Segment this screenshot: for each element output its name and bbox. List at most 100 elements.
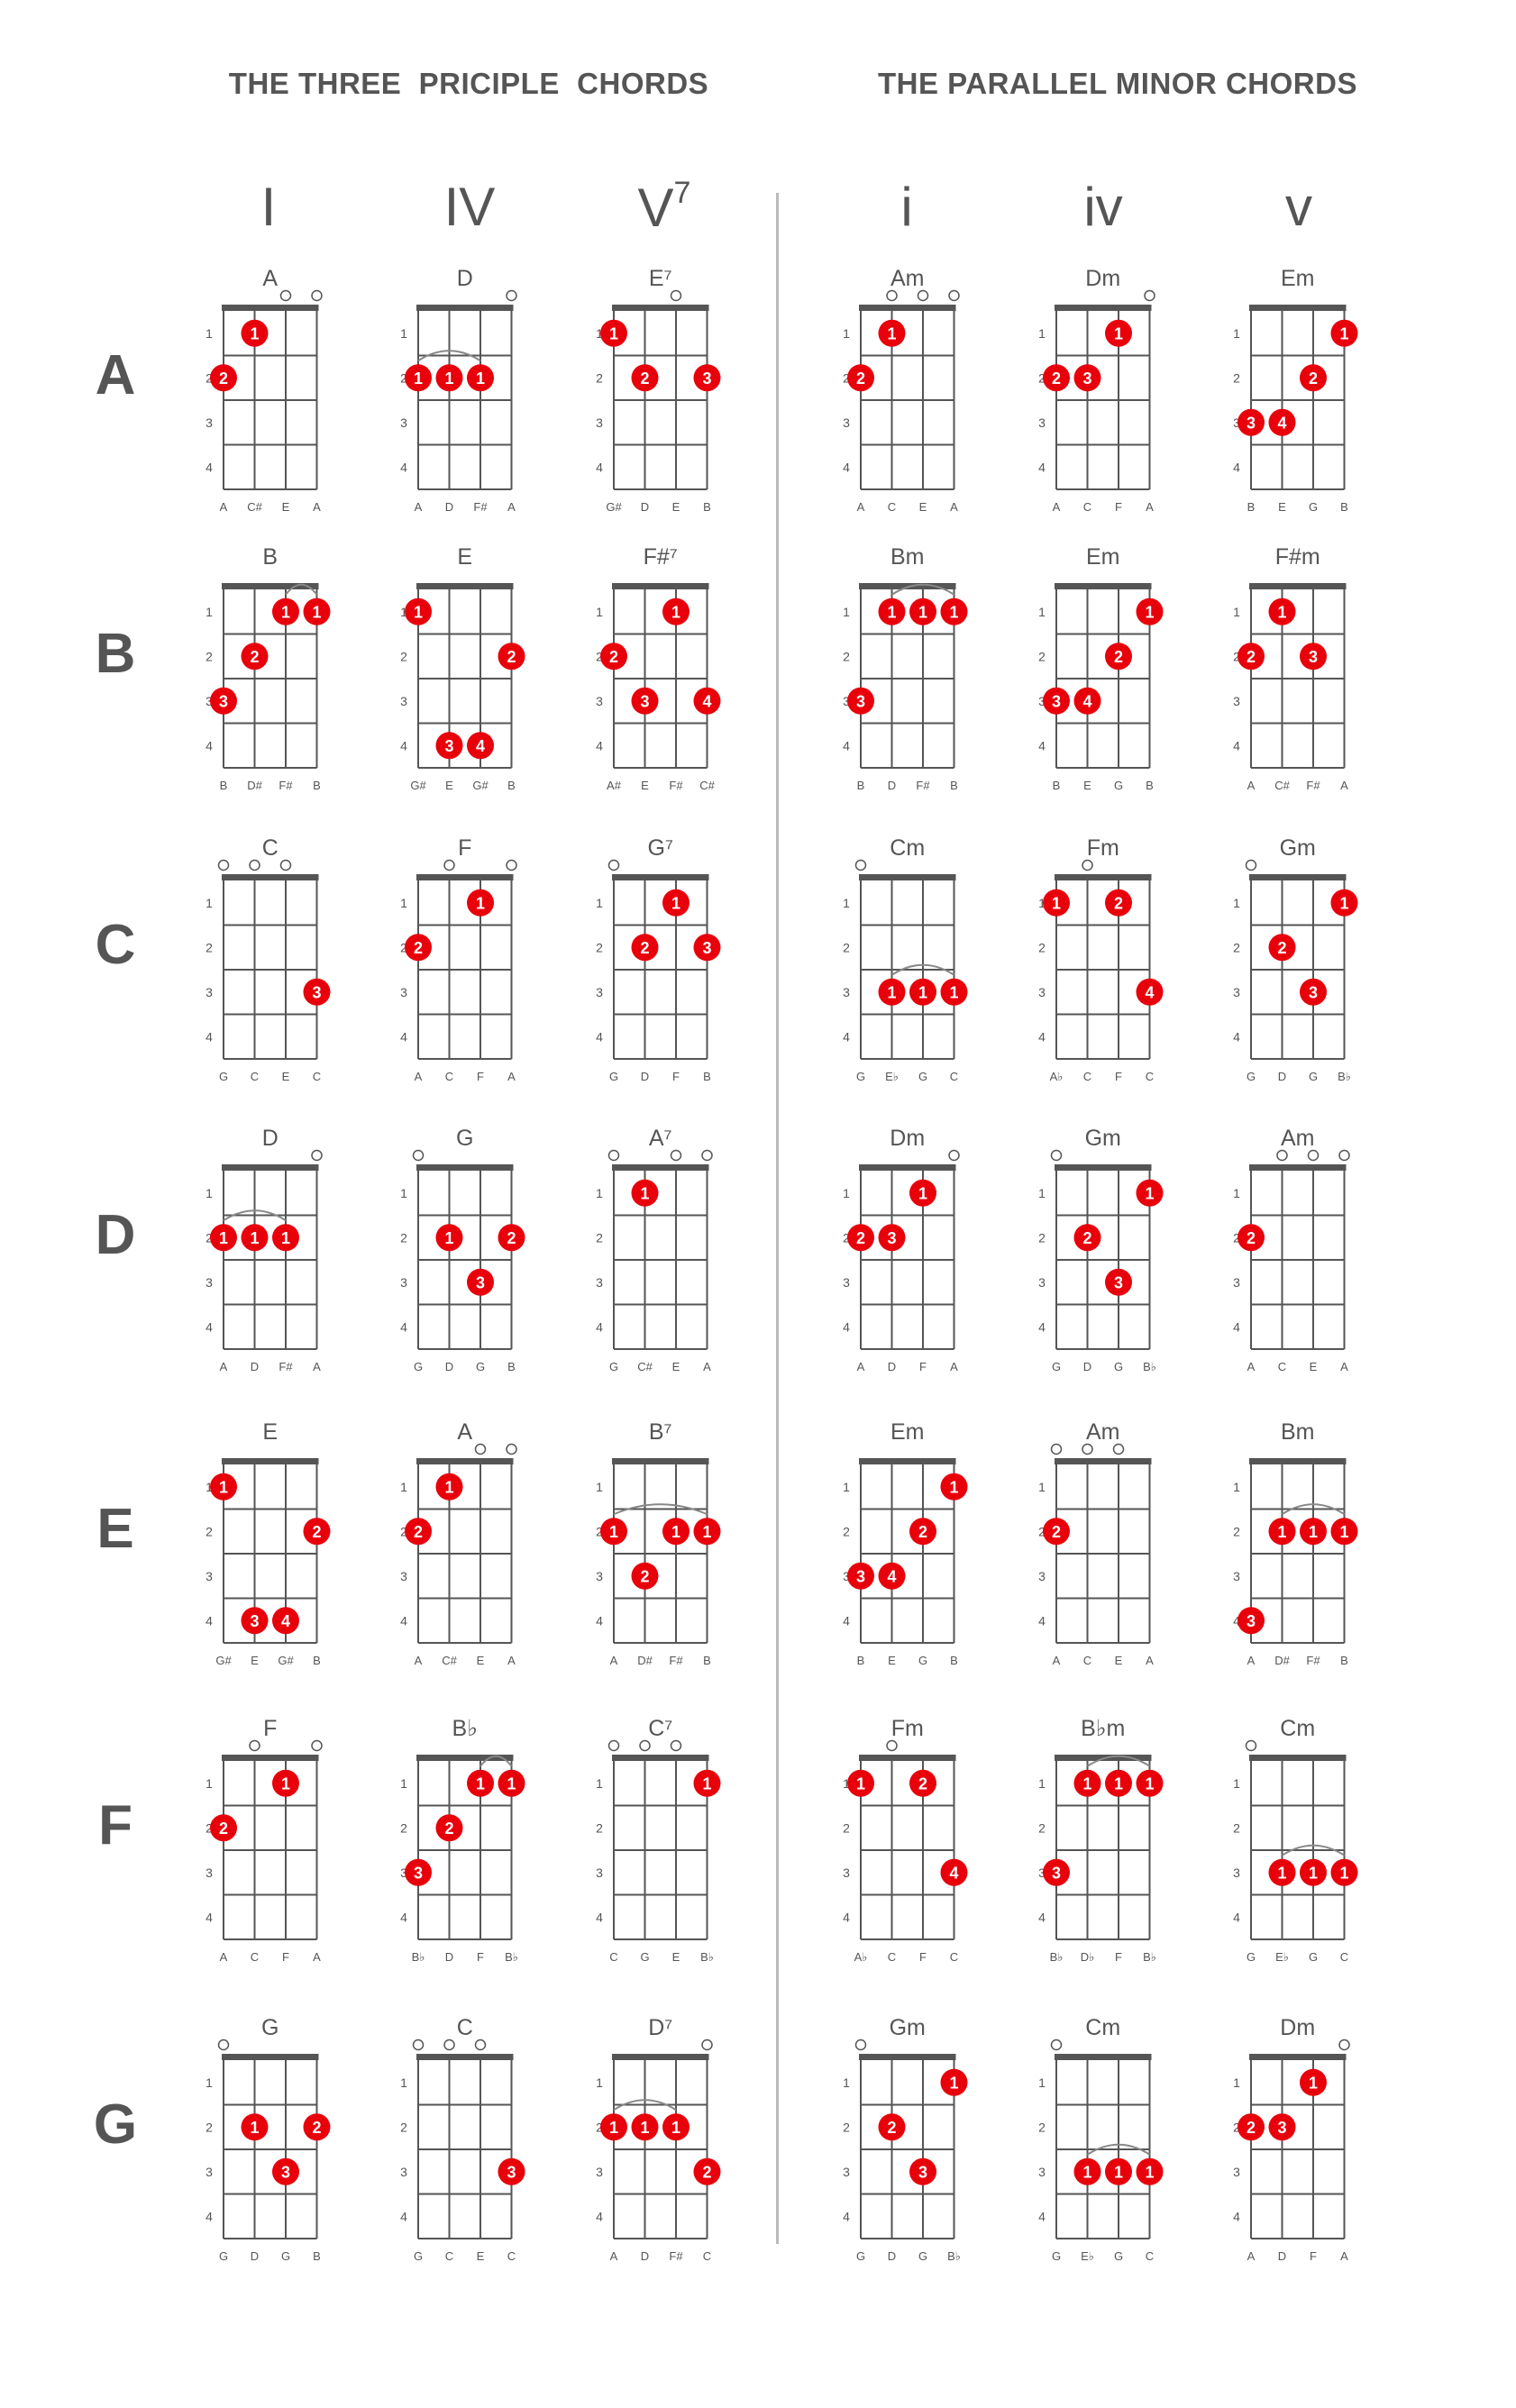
string-note: C (950, 1950, 958, 1964)
fret-number: 2 (1233, 649, 1240, 663)
string-note: G (219, 1070, 228, 1083)
nut (612, 874, 709, 880)
finger-dot (1268, 408, 1296, 436)
fret-number: 3 (1233, 415, 1240, 430)
fret-number: 2 (205, 1820, 213, 1835)
fret-number: 1 (400, 326, 407, 341)
open-string-marker (217, 2039, 230, 2051)
finger-dot (1237, 1607, 1265, 1635)
finger-number: 3 (702, 369, 711, 388)
string-note: B♭ (412, 1950, 425, 1964)
chord-name: Am (1281, 1126, 1315, 1151)
column-divider (776, 193, 779, 2244)
string-note: B (313, 2249, 321, 2263)
fret-number: 3 (1233, 694, 1240, 708)
finger-number: 1 (476, 369, 485, 388)
fret-number: 3 (1233, 2165, 1240, 2179)
fret-number: 3 (205, 415, 213, 430)
finger-dot (435, 1224, 463, 1252)
string-note: G (640, 1950, 649, 1964)
finger-dot (1105, 1268, 1132, 1296)
string-note: E♭ (1081, 2249, 1094, 2263)
fret-number: 4 (205, 1910, 213, 1924)
nut (1249, 1755, 1347, 1761)
finger-dot (272, 1224, 299, 1252)
nut (1055, 874, 1152, 880)
string-note: E♭ (885, 1070, 899, 1083)
finger-number: 2 (1052, 1523, 1061, 1541)
barre-arc (417, 350, 481, 362)
string-note: D (641, 2249, 649, 2263)
finger-number: 1 (1082, 2163, 1091, 2181)
fret-number: 3 (400, 1569, 407, 1583)
fret-number: 2 (843, 649, 850, 663)
finger-number: 1 (856, 1774, 865, 1792)
key-label-d: D (95, 1204, 136, 1266)
string-note: D (1278, 2249, 1286, 2263)
string-note: E (477, 1654, 485, 1667)
finger-number: 3 (856, 692, 865, 710)
fret-number: 2 (1038, 370, 1046, 385)
finger-dot (435, 732, 463, 760)
finger-dot (1268, 1858, 1296, 1886)
key-label-f: F (98, 1794, 132, 1856)
fret-number: 4 (843, 738, 850, 752)
nut (1249, 583, 1347, 589)
finger-number: 1 (671, 2119, 680, 2137)
nut (1249, 305, 1347, 311)
finger-dot (1043, 1858, 1070, 1886)
nut (222, 1458, 319, 1464)
fret-number: 2 (1233, 1820, 1240, 1835)
finger-number: 1 (918, 1184, 927, 1202)
open-string-marker (279, 289, 292, 302)
chord-name: Dm (890, 1126, 925, 1151)
finger-dot (498, 1224, 525, 1252)
finger-number: 1 (281, 1229, 290, 1247)
string-note: B (857, 779, 865, 792)
fret-number: 1 (596, 1776, 603, 1791)
finger-dot (909, 1769, 936, 1797)
finger-dot (909, 597, 936, 625)
string-note: G (1114, 2249, 1123, 2263)
fret-number: 2 (596, 2120, 603, 2134)
finger-number: 3 (1277, 2119, 1286, 2137)
finger-dot (693, 1769, 721, 1797)
string-note: B (1340, 500, 1348, 514)
finger-dot (467, 364, 494, 392)
finger-number: 1 (640, 1184, 649, 1202)
string-note: A (950, 500, 958, 514)
nut (612, 583, 709, 589)
finger-number: 1 (250, 324, 259, 342)
finger-number: 1 (1277, 1864, 1286, 1882)
chord-name: Gm (890, 2015, 926, 2040)
string-note: G (609, 1070, 618, 1083)
string-note: G (281, 2249, 290, 2263)
finger-number: 2 (1082, 1229, 1091, 1247)
finger-number: 1 (1114, 2163, 1123, 2181)
chord-name: Dm (1280, 2015, 1315, 2040)
string-note: A (1053, 1654, 1061, 1667)
fret-number: 1 (1233, 1186, 1240, 1200)
fret-number: 2 (400, 2120, 407, 2134)
fret-number: 1 (205, 1186, 213, 1200)
string-note: G# (410, 779, 426, 792)
string-note: A (1340, 1360, 1348, 1373)
fret-number: 3 (1233, 1569, 1240, 1583)
string-note: A (220, 1950, 228, 1964)
chord-name: B⁷ (649, 1419, 672, 1445)
string-note: A (857, 500, 865, 514)
fret-number: 1 (400, 896, 407, 910)
string-note: B (507, 779, 516, 792)
nut (1249, 1458, 1347, 1464)
finger-number: 2 (1247, 2119, 1256, 2137)
fret-number: 1 (1233, 605, 1240, 619)
fret-number: 3 (1038, 1569, 1046, 1583)
fret-number: 2 (1038, 649, 1046, 663)
finger-number: 1 (1339, 894, 1348, 912)
